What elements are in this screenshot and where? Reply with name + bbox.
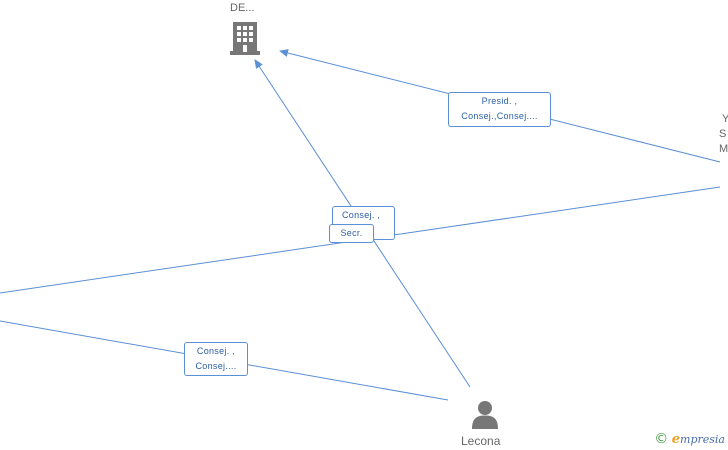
edge-label-presid[interactable]: Presid. , Consej.,Consej.... <box>448 92 551 127</box>
brand-e-letter: e <box>671 432 681 447</box>
company-right-label-line: M <box>719 143 728 155</box>
empresia-watermark: © empresia <box>654 431 725 447</box>
building-icon[interactable] <box>229 20 261 61</box>
edge-label-line: Consej. , <box>342 210 381 220</box>
edge-label-line: Secr. <box>340 228 363 238</box>
edge-label-line: Consej.... <box>195 361 237 371</box>
person-lecona-label[interactable]: Lecona <box>461 434 501 448</box>
person-icon[interactable] <box>471 400 499 435</box>
copyright-symbol: © <box>654 431 669 447</box>
company-top-label[interactable]: DE... <box>230 2 255 14</box>
edge-label-secr[interactable]: Secr. <box>329 224 374 243</box>
brand-name: mpresia <box>680 433 725 446</box>
edge-label-line: Consej.,Consej.... <box>461 111 538 121</box>
edge-label-line: Consej. , <box>196 346 236 356</box>
edge-label-consej-left[interactable]: Consej. , Consej.... <box>184 342 248 376</box>
company-right-label-line: Y <box>722 113 728 125</box>
edge-label-line: Presid. , <box>481 96 518 106</box>
company-right-label-line: S <box>719 128 727 140</box>
company-right-label[interactable]: Y S M <box>719 112 728 157</box>
